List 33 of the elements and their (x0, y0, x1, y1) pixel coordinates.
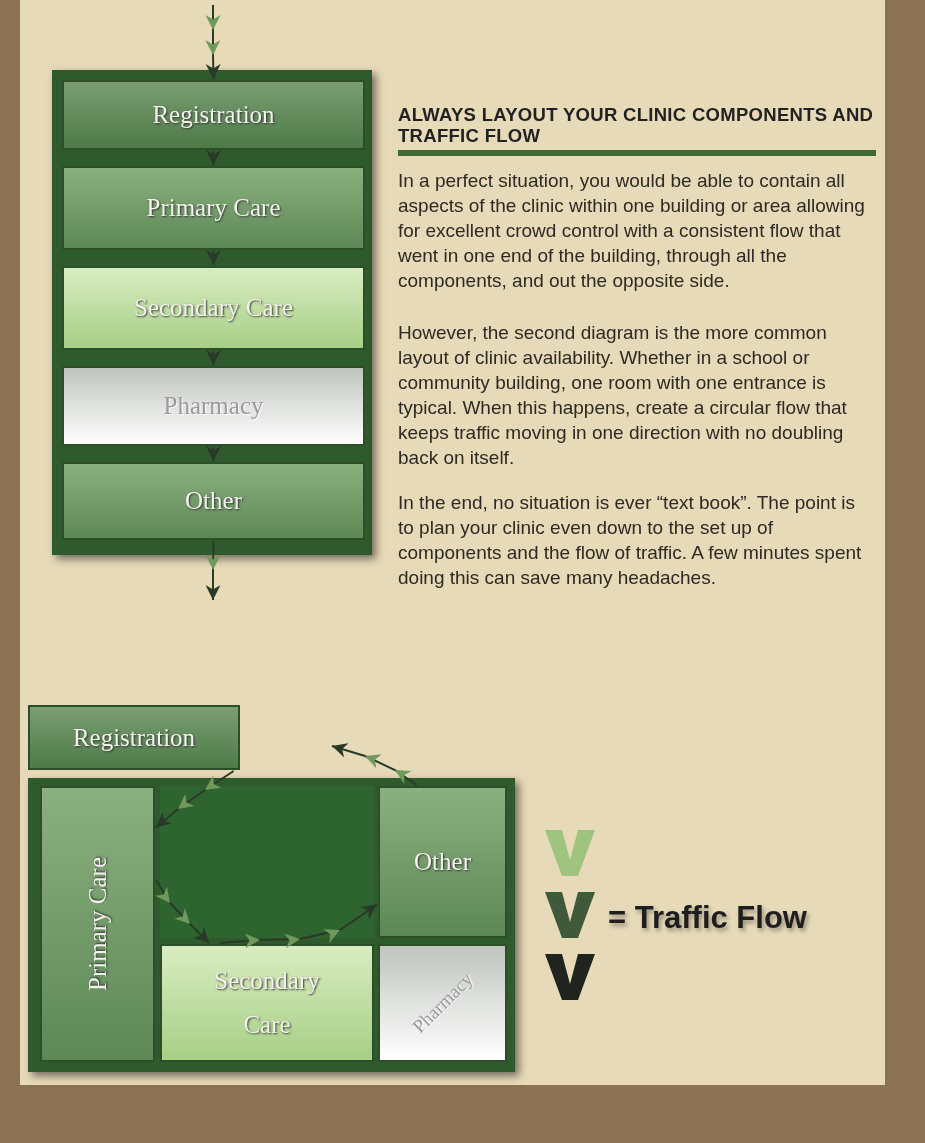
chevron-arrow (205, 4, 221, 80)
room-box (62, 366, 365, 446)
paragraph: In a perfect situation, you would be able to contain all aspects of the clinic within one building or area allowing for excellent crowd control with a consistent flow that went in one end of the building, through all the components, and out the opposite side. (398, 169, 866, 293)
room-label: Pharmacy (163, 392, 264, 420)
room-label: Primary Care (146, 194, 281, 222)
chevron-arrow (206, 250, 221, 266)
room-box (160, 944, 374, 1062)
legend-text: = Traffic Flow (608, 900, 807, 936)
room-label: Primary Care (83, 857, 112, 991)
room-box (62, 462, 365, 540)
room-label: Registration (152, 101, 275, 129)
room-label: Other (185, 487, 242, 515)
room-label: Secondary Care (213, 966, 321, 1040)
room-box (40, 786, 155, 1062)
room-box (62, 80, 365, 150)
room-label: Other (414, 848, 471, 876)
paragraph: However, the second diagram is the more common layout of clinic availability. Whether in a school or community building, one room with one entrance is typical. When this happens, create a circular flow that keeps traffic moving in one direction with no doubling back on itself. (398, 321, 848, 470)
chevron-arrow (206, 540, 221, 601)
room-box (62, 266, 365, 350)
chevron-arrow (218, 903, 378, 948)
heading: ALWAYS LAYOUT YOUR CLINIC COMPONENTS AND TRAFFIC FLOW (398, 104, 875, 146)
room-box (378, 786, 507, 938)
room-box (62, 166, 365, 250)
chevron-arrow (331, 743, 418, 786)
room-label: Registration (72, 723, 196, 752)
chevron-arrow (206, 446, 221, 462)
room-box (378, 944, 507, 1062)
room-box (28, 705, 240, 770)
paragraph: In the end, no situation is ever “text book”. The point is to plan your clinic even down to the set up of components and the flow of traffic. A few minutes spent doing this can save many headaches. (398, 491, 863, 590)
chevron-arrow (155, 878, 211, 944)
chevron-arrow (206, 350, 221, 366)
room-label: Secondary Care (134, 294, 293, 322)
chevron-arrow (206, 150, 221, 166)
